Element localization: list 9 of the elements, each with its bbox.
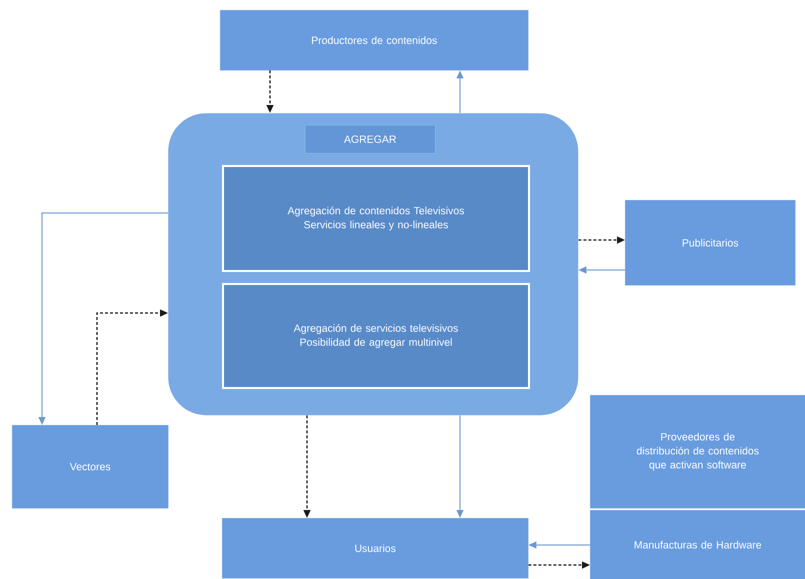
heading-tag: AGREGAR bbox=[305, 125, 436, 154]
process-box: Proveedores de distribución de contenidos que activan software bbox=[590, 395, 805, 508]
process-box: Publicitarios bbox=[625, 200, 796, 286]
process-box: Vectores bbox=[12, 425, 168, 508]
process-box: Agregación de servicios televisivos Posibilidad de agregar multinivel bbox=[222, 283, 530, 389]
process-box: Productores de contenidos bbox=[220, 10, 528, 70]
process-box: Manufacturas de Hardware bbox=[590, 510, 805, 579]
process-box: Agregación de contenidos Televisivos Servicios lineales y no-lineales bbox=[222, 165, 530, 272]
process-box: Usuarios bbox=[222, 518, 528, 578]
